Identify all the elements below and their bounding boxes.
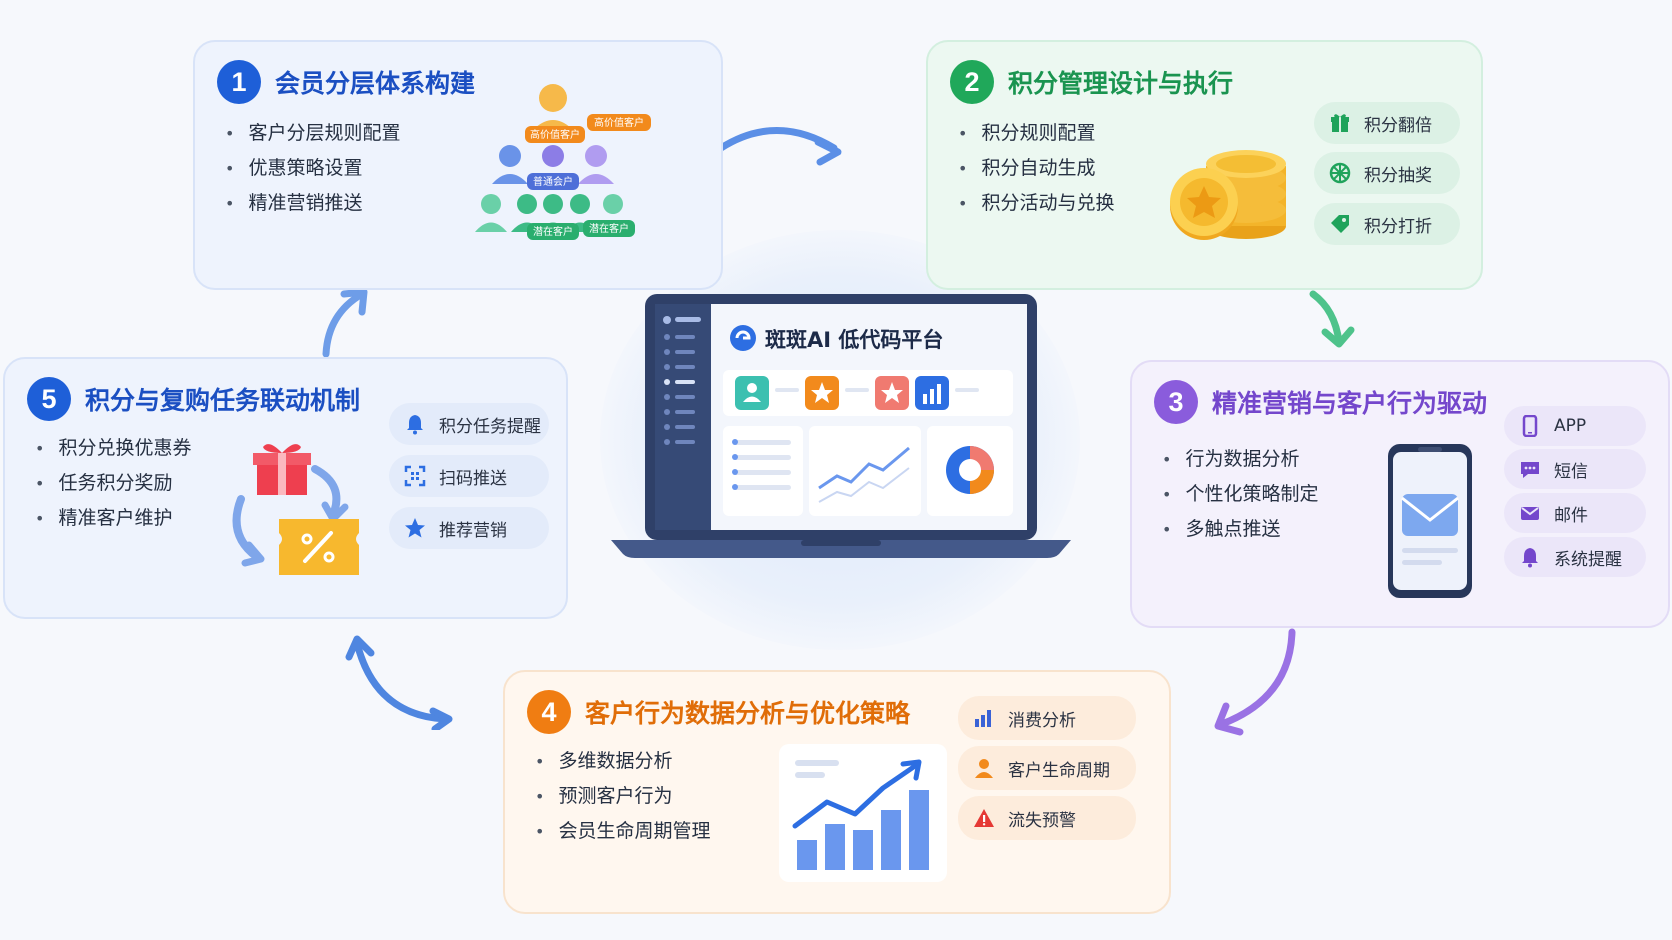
bullet-item: 个性化策略制定 (1162, 477, 1318, 512)
bullet-item: 积分活动与兑换 (958, 186, 1114, 221)
card-precision-marketing: 3 精准营销与客户行为驱动 行为数据分析 个性化策略制定 多触点推送 APP 短… (1130, 360, 1670, 628)
pill-task-reminder: 积分任务提醒 (389, 403, 549, 445)
growth-chart-illustration (779, 744, 947, 882)
bar-chart-icon (972, 706, 996, 730)
card-points-management: 2 积分管理设计与执行 积分规则配置 积分自动生成 积分活动与兑换 积分翻倍 积… (926, 40, 1483, 290)
pill-label: 积分翻倍 (1364, 115, 1432, 136)
pill-churn-alert: 流失预警 (958, 796, 1136, 840)
bullet-item: 优惠策略设置 (225, 151, 400, 186)
arrow-2-to-3 (1309, 290, 1355, 348)
star-icon (403, 516, 427, 540)
card-title: 精准营销与客户行为驱动 (1212, 389, 1488, 418)
pill-referral-marketing: 推荐营销 (389, 507, 549, 549)
qr-scan-icon (403, 464, 427, 488)
arrow-4-to-5 (345, 635, 453, 730)
member-pyramid-illustration: 高价值客户 高价值客户 普通会户 潜在客户 潜在客户 (475, 84, 651, 240)
pill-app: APP (1504, 406, 1646, 446)
bullet-item: 多维数据分析 (535, 744, 710, 779)
card-title: 客户行为数据分析与优化策略 (585, 699, 911, 728)
step-number: 3 (1154, 380, 1198, 424)
arrow-5-to-1 (322, 288, 368, 358)
pill-label: 积分打折 (1364, 216, 1432, 237)
platform-title: 斑斑AI 低代码平台 (765, 328, 944, 352)
chat-icon (1518, 457, 1542, 481)
mail-icon (1518, 501, 1542, 525)
pill-label: 推荐营销 (439, 520, 507, 541)
coins-illustration (1170, 150, 1286, 240)
pill-customer-lifecycle: 客户生命周期 (958, 746, 1136, 790)
bullet-item: 预测客户行为 (535, 779, 710, 814)
user-icon (972, 756, 996, 780)
bullet-list: 多维数据分析 预测客户行为 会员生命周期管理 (535, 744, 710, 849)
bullet-item: 客户分层规则配置 (225, 116, 400, 151)
tier-label: 高价值客户 (530, 128, 580, 141)
pill-sms: 短信 (1504, 449, 1646, 489)
card-points-repurchase: 5 积分与复购任务联动机制 积分兑换优惠券 任务积分奖励 精准客户维护 积分任务… (3, 357, 568, 619)
center-laptop: 斑斑AI 低代码平台 (611, 292, 1071, 564)
arrow-3-to-4 (1214, 628, 1296, 736)
bullet-item: 积分自动生成 (958, 151, 1114, 186)
arrow-1-to-2 (717, 127, 842, 166)
bullet-item: 积分规则配置 (958, 116, 1114, 151)
pill-label: 积分任务提醒 (439, 416, 541, 437)
pill-label: 系统提醒 (1554, 549, 1622, 570)
bullet-list: 积分兑换优惠券 任务积分奖励 精准客户维护 (35, 431, 191, 536)
pill-points-lottery: 积分抽奖 (1314, 152, 1460, 194)
tier-label: 普通会户 (533, 175, 573, 188)
pill-label: 积分抽奖 (1364, 165, 1432, 186)
pill-scan-push: 扫码推送 (389, 455, 549, 497)
step-number: 2 (950, 60, 994, 104)
step-number: 5 (27, 377, 71, 421)
card-title: 积分管理设计与执行 (1008, 69, 1234, 98)
card-header: 4 客户行为数据分析与优化策略 (527, 690, 910, 734)
pill-label: 消费分析 (1008, 710, 1076, 731)
card-header: 2 积分管理设计与执行 (950, 60, 1233, 104)
card-behavior-analytics: 4 客户行为数据分析与优化策略 多维数据分析 预测客户行为 会员生命周期管理 消… (503, 670, 1171, 914)
pill-points-double: 积分翻倍 (1314, 102, 1460, 144)
bullet-item: 会员生命周期管理 (535, 814, 710, 849)
pill-label: 客户生命周期 (1008, 760, 1110, 781)
tier-label: 潜在客户 (533, 225, 573, 238)
card-header: 3 精准营销与客户行为驱动 (1154, 380, 1487, 424)
pill-label: 扫码推送 (439, 468, 507, 489)
bullet-item: 精准营销推送 (225, 186, 400, 221)
pill-points-discount: 积分打折 (1314, 203, 1460, 245)
pill-label: 流失预警 (1008, 810, 1076, 831)
bullet-item: 多触点推送 (1162, 512, 1318, 547)
phone-icon (1518, 414, 1542, 438)
bell-icon (403, 412, 427, 436)
tier-label: 高价值客户 (594, 116, 644, 129)
gift-coupon-illustration (232, 444, 359, 575)
pill-email: 邮件 (1504, 493, 1646, 533)
warning-icon (972, 806, 996, 830)
bullet-list: 客户分层规则配置 优惠策略设置 精准营销推送 (225, 116, 400, 221)
pill-system-reminder: 系统提醒 (1504, 537, 1646, 577)
pill-consumption-analysis: 消费分析 (958, 696, 1136, 740)
pill-label: 邮件 (1554, 505, 1588, 526)
lottery-wheel-icon (1328, 161, 1352, 185)
card-member-tiering: 1 会员分层体系构建 客户分层规则配置 优惠策略设置 精准营销推送 高价值客户 … (193, 40, 723, 290)
card-header: 5 积分与复购任务联动机制 (27, 377, 360, 421)
gift-icon (1328, 111, 1352, 135)
step-number: 1 (217, 60, 261, 104)
step-number: 4 (527, 690, 571, 734)
card-title: 会员分层体系构建 (275, 69, 476, 98)
card-title: 积分与复购任务联动机制 (85, 386, 361, 415)
bullet-item: 精准客户维护 (35, 501, 191, 536)
phone-mail-illustration (1388, 444, 1472, 598)
bullet-list: 行为数据分析 个性化策略制定 多触点推送 (1162, 442, 1318, 547)
tag-icon (1328, 212, 1352, 236)
bell-icon (1518, 545, 1542, 569)
bullet-list: 积分规则配置 积分自动生成 积分活动与兑换 (958, 116, 1114, 221)
bullet-item: 任务积分奖励 (35, 466, 191, 501)
bullet-item: 积分兑换优惠券 (35, 431, 191, 466)
pill-label: APP (1554, 416, 1587, 436)
bullet-item: 行为数据分析 (1162, 442, 1318, 477)
card-header: 1 会员分层体系构建 (217, 60, 475, 104)
pill-label: 短信 (1554, 461, 1588, 482)
tier-label: 潜在客户 (589, 222, 629, 235)
